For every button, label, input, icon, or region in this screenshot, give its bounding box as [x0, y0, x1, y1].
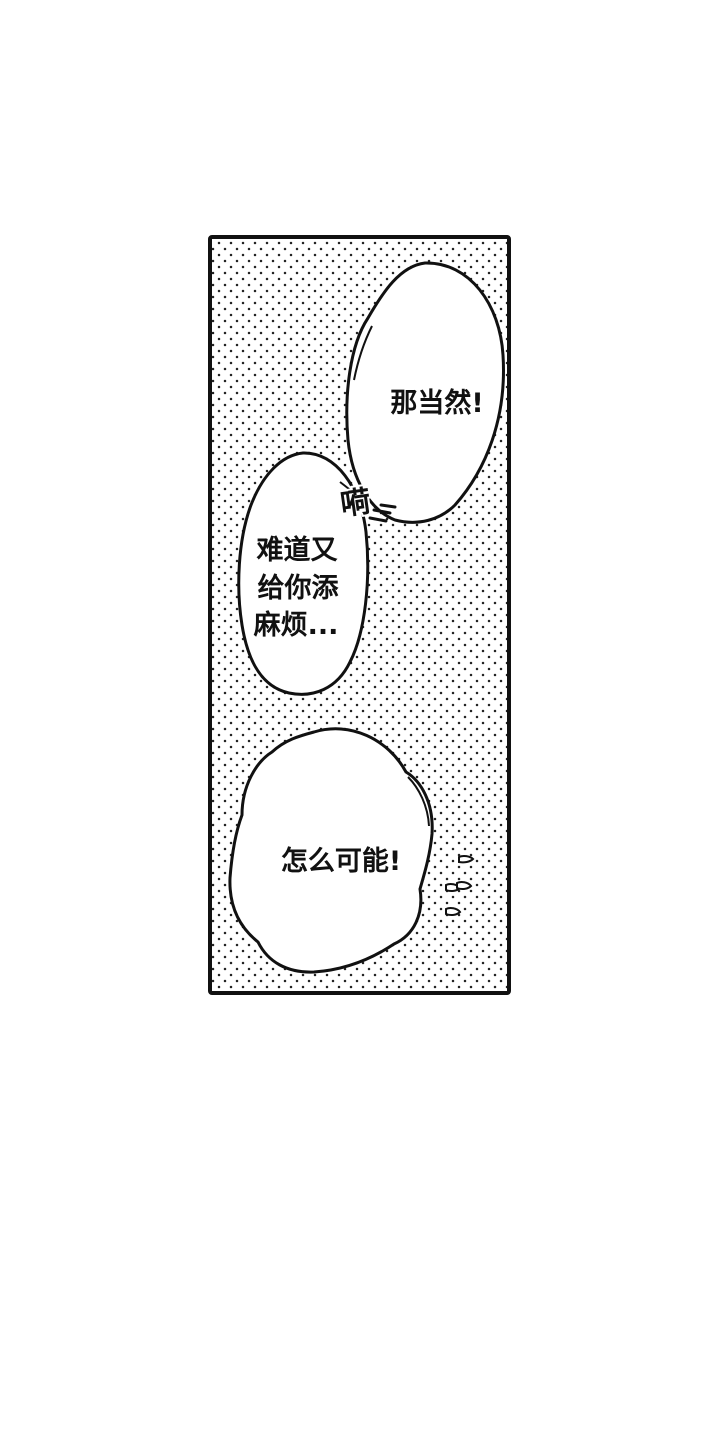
sound-effect-text: 嗬 — [338, 484, 373, 523]
sound-effect: 嗬 — [336, 482, 397, 525]
sweat-drops — [445, 854, 475, 917]
speech-bubble-middle-line-3: 麻烦... — [254, 610, 339, 641]
sweat-drop-icon — [456, 881, 473, 891]
sound-effect-speed-lines — [368, 503, 397, 523]
speech-bubble-middle-line-1: 难道又 — [256, 534, 339, 566]
panel-border — [208, 235, 511, 995]
speech-bubble-top: 那当然! — [345, 261, 505, 524]
speech-bubble-bottom-shape — [228, 727, 434, 974]
speech-bubble-middle-shape — [237, 451, 370, 696]
sweat-drop-icon — [458, 854, 475, 864]
speech-bubble-top-outline-accent — [353, 325, 373, 381]
speech-bubble-middle: 难道又 给你添 麻烦... — [237, 451, 370, 696]
speech-bubble-bottom-text: 怎么可能! — [281, 845, 401, 877]
speech-bubble-bottom-outline-accent — [407, 776, 430, 827]
speech-bubble-top-shape — [345, 261, 505, 524]
speech-bubble-middle-tail — [339, 481, 361, 499]
speech-bubble-top-text: 那当然! — [390, 387, 483, 419]
speech-bubble-middle-line-2: 给你添 — [258, 573, 340, 604]
speech-bubble-bottom: 怎么可能! — [228, 727, 434, 974]
sweat-drop-icon — [445, 907, 462, 917]
